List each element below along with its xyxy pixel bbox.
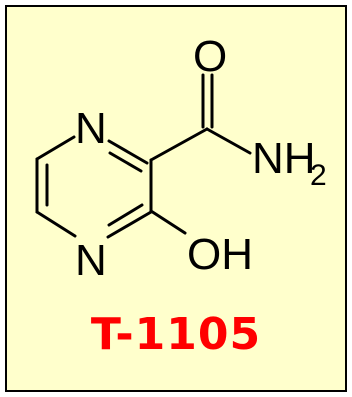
bond-c3-n4 [106,210,153,239]
atom-nh-subscript: 2 [310,159,327,192]
double-bond-n1-c2 [108,151,143,173]
bond-carbonyl-n [205,127,252,155]
double-bond-c3-n4 [107,203,144,227]
compound-name: T-1105 [90,309,262,360]
bond-n1-c2 [107,139,149,165]
atom-o-carbonyl: O [193,32,227,81]
molecule-structure: N N O NH 2 OH [35,32,327,285]
bond-c3-oh [149,209,187,235]
atom-oh: OH [187,230,253,279]
bond-c2-carbonyl [149,127,209,162]
atom-nh: NH [252,134,316,183]
bond-n4-c5 [35,210,77,238]
atom-n-bottom: N [75,236,107,285]
atom-n-top: N [75,104,107,153]
structure-card: N N O NH 2 OH T-1105 [5,5,347,392]
bond-c6-n1 [35,135,76,161]
